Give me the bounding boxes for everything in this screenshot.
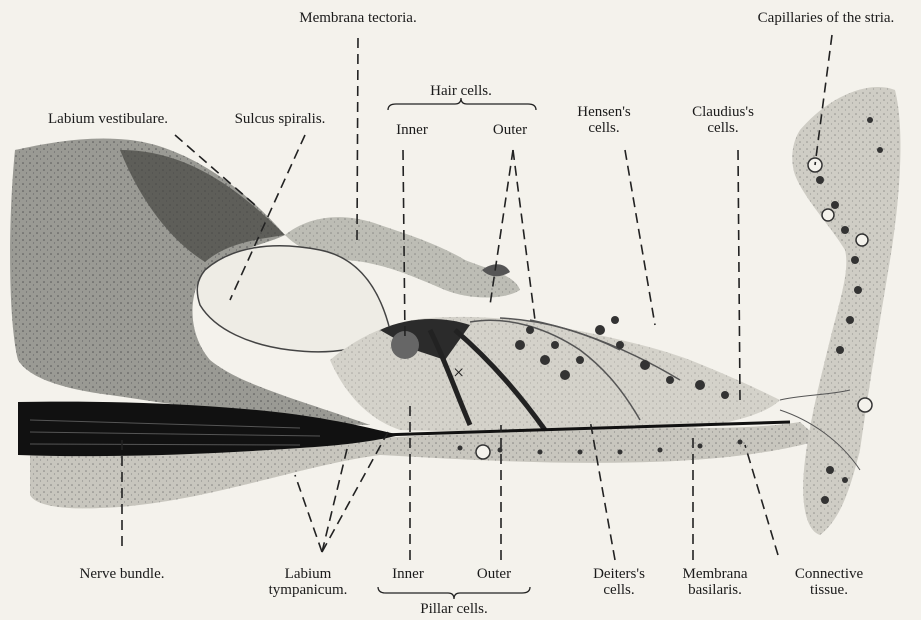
- label-membrana-basilaris-line1: Membrana: [683, 566, 748, 582]
- label-deiters-cells-line2: cells.: [603, 582, 634, 598]
- x-marker: ×: [453, 365, 464, 381]
- bracket-pillar-cells: [378, 587, 530, 599]
- leader-claudius: [738, 150, 740, 400]
- label-claudius-cells-line2: cells.: [707, 120, 738, 136]
- organ-of-corti: [330, 316, 780, 433]
- label-hair-inner: Inner: [396, 122, 428, 138]
- label-labium-vestibulare: Labium vestibulare.: [48, 111, 168, 127]
- label-membrana-basilaris-line2: basilaris.: [688, 582, 742, 598]
- label-pillar-cells: Pillar cells.: [420, 601, 488, 617]
- label-hensens-cells-line1: Hensen's: [577, 104, 631, 120]
- label-pillar-outer: Outer: [477, 566, 511, 582]
- label-claudius-cells-line1: Claudius's: [692, 104, 754, 120]
- leader-membrana-tectoria: [357, 38, 358, 240]
- leader-hensens: [625, 150, 655, 325]
- label-sulcus-spiralis: Sulcus spiralis.: [235, 111, 326, 127]
- bracket-hair-cells: [388, 98, 536, 110]
- leader-connective: [745, 445, 778, 555]
- label-hensens-cells-line2: cells.: [588, 120, 619, 136]
- label-connective-tissue-line1: Connective: [795, 566, 863, 582]
- label-hair-cells: Hair cells.: [430, 83, 492, 99]
- leader-labium-tympanicum-2: [295, 475, 322, 552]
- label-membrana-tectoria: Membrana tectoria.: [299, 10, 416, 26]
- stria-vascularis-tissue: [780, 87, 900, 535]
- label-nerve-bundle: Nerve bundle.: [80, 566, 165, 582]
- label-hair-outer: Outer: [493, 122, 527, 138]
- leader-hair-outer-2: [513, 150, 535, 320]
- label-pillar-inner: Inner: [392, 566, 424, 582]
- label-capillaries-of-the-stria: Capillaries of the stria.: [758, 10, 895, 26]
- label-labium-tympanicum-line1: Labium: [285, 566, 332, 582]
- label-labium-tympanicum-line2: tympanicum.: [269, 582, 348, 598]
- label-connective-tissue-line2: tissue.: [810, 582, 848, 598]
- label-deiters-cells-line1: Deiters's: [593, 566, 645, 582]
